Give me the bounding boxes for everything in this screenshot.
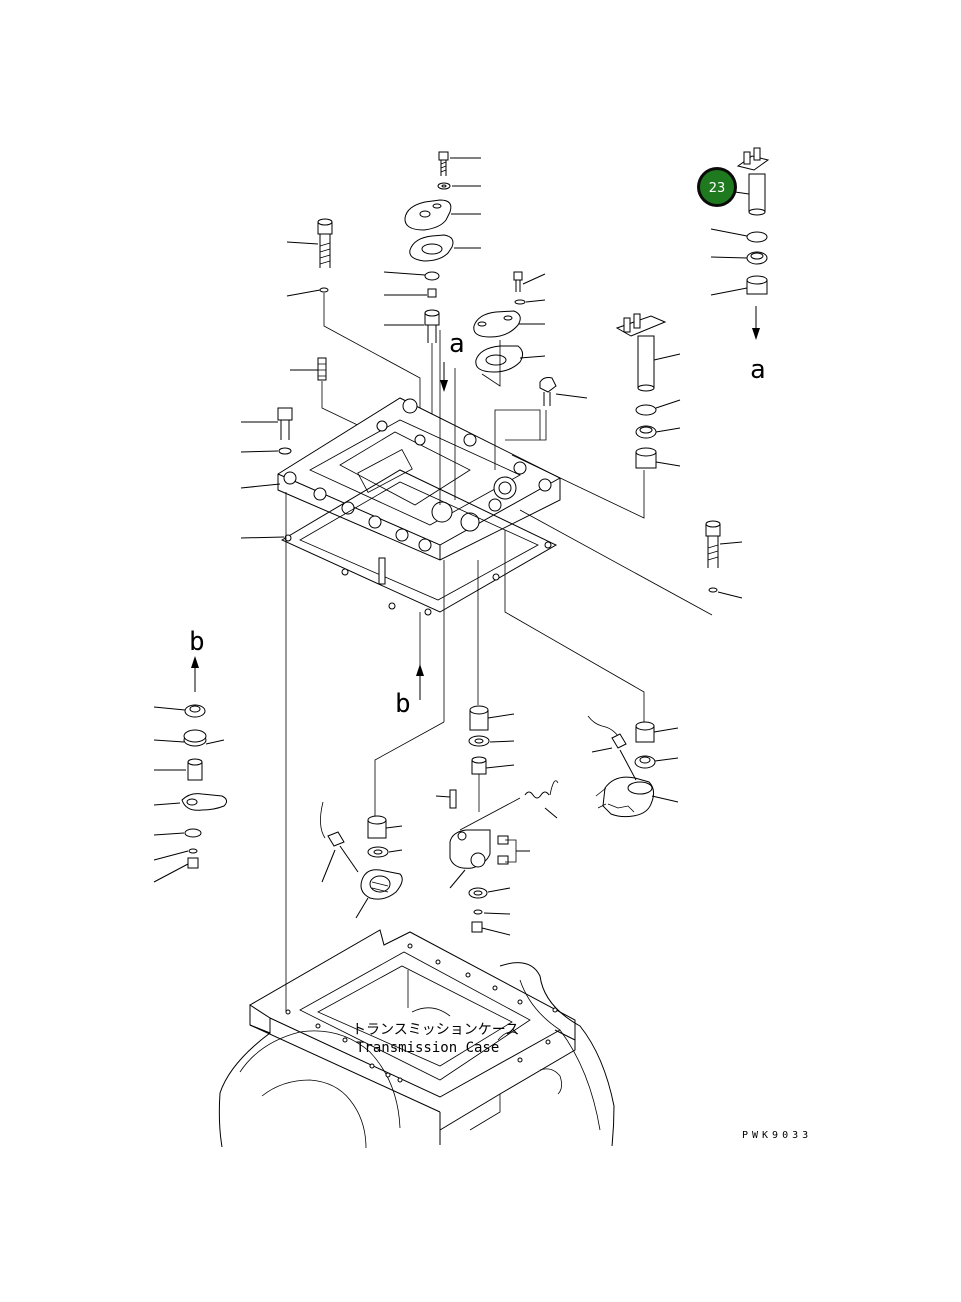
left-center-lever xyxy=(320,801,403,919)
left-lower-stack xyxy=(153,704,228,883)
ref-a-arrows: a a xyxy=(440,306,766,392)
top-cover-stack xyxy=(383,151,481,530)
right-lower-fork xyxy=(587,715,679,818)
transmission-case xyxy=(218,929,615,1149)
drawing-code: PWK9033 xyxy=(742,1130,812,1141)
right-middle-shaft-stack xyxy=(615,313,681,469)
leader-lines xyxy=(285,330,713,1012)
center-lower-stack xyxy=(435,705,559,936)
case-label-japanese: トランスミッションケース xyxy=(352,1022,519,1038)
right-lower-bolt xyxy=(705,520,743,599)
ref-b-label-left: b xyxy=(189,627,205,657)
ref-b-label-center: b xyxy=(395,689,411,719)
ref-a-label-left: a xyxy=(449,329,465,359)
ref-b-arrows: b b xyxy=(189,627,424,719)
callout-badge-23[interactable]: 23 xyxy=(697,167,737,207)
right-top-shaft-stack xyxy=(710,147,770,296)
middle-cover-stack xyxy=(473,271,588,406)
callout-number: 23 xyxy=(709,181,726,196)
cover-gasket xyxy=(240,469,558,616)
ref-a-label-right: a xyxy=(750,355,766,385)
case-label-english: Transmission Case xyxy=(356,1040,499,1056)
